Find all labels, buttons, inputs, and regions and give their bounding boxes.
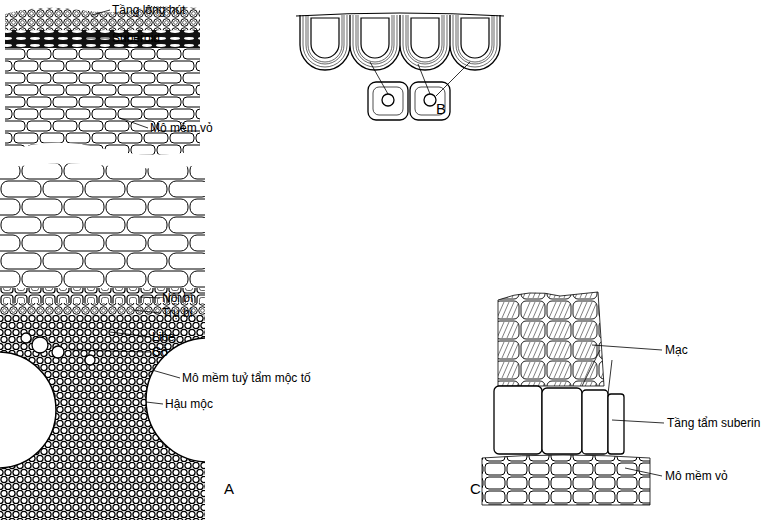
tissue-label: Tầng lông hút <box>112 3 185 17</box>
panel-letter: C <box>470 482 481 496</box>
periderm-mac <box>498 292 604 386</box>
tissue-label: Libe <box>152 330 175 344</box>
suberized-cells-detail <box>296 13 504 120</box>
suberoid-layer <box>0 30 210 48</box>
tissue-label: Mô mềm tuỷ tẩm mộc tố <box>182 371 311 385</box>
xylem-vessels <box>21 333 95 365</box>
stele-fragment <box>0 160 270 522</box>
tissue-label: Mạc <box>665 343 688 357</box>
tissue-label: Gỗ <box>152 345 168 359</box>
tissue-label: Trụ bì <box>162 306 193 320</box>
cortex-parenchyma <box>0 48 210 168</box>
epidermis-fragment <box>0 0 210 168</box>
leader-lines <box>70 10 664 476</box>
inner-cortex <box>0 160 210 288</box>
cortex-parenchyma <box>482 455 650 505</box>
metaxylem-vessel <box>0 352 56 468</box>
panel-letter: B <box>436 102 446 116</box>
metaxylem-vessel <box>146 338 270 462</box>
tissue-label: Nội bì <box>162 291 193 305</box>
root-hair-layer <box>0 0 210 30</box>
periderm-detail <box>482 292 650 505</box>
tissue-label: Hậu mộc <box>165 397 213 411</box>
tissue-label: Tầng tẩm suberin <box>667 416 760 430</box>
suberin-layer <box>494 350 624 454</box>
panel-letter: A <box>224 482 234 496</box>
tissue-label: Mô mềm vỏ <box>150 121 213 135</box>
tissue-label: Mô mềm vỏ <box>665 469 728 483</box>
tissue-label: Suberoid <box>112 31 160 45</box>
